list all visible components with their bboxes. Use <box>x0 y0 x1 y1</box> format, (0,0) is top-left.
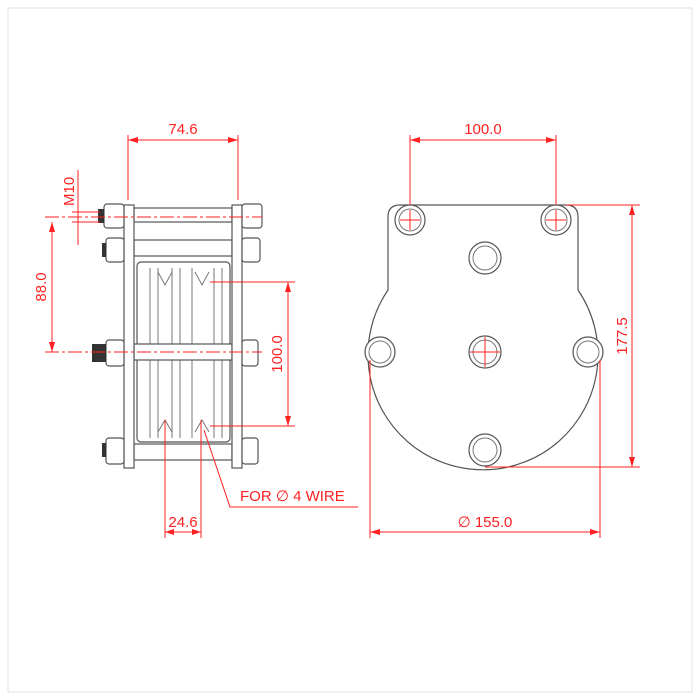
diameter-label: ∅ 155.0 <box>458 514 513 531</box>
sheave-height-label: 100.0 <box>269 335 286 373</box>
right-side-plate <box>231 204 243 469</box>
hole-spacing-label: 100.0 <box>464 121 502 138</box>
height-label: 177.5 <box>614 317 631 355</box>
groove-pitch-label: 24.6 <box>168 514 197 531</box>
spacer-bottom <box>133 443 233 461</box>
front-view: 100.0 177.5 ∅ 155.0 <box>364 121 640 538</box>
nuts <box>92 203 263 465</box>
wire-note-label: FOR ∅ 4 WIRE <box>240 488 345 505</box>
width-dimension-label: 74.6 <box>168 121 197 138</box>
spacer-top <box>133 207 233 223</box>
drawing-border <box>7 7 693 693</box>
spacer-second <box>133 239 233 257</box>
bolt-size-label: M10 <box>61 177 78 206</box>
left-side-plate <box>123 204 135 469</box>
bolt-heads <box>364 204 604 467</box>
bolt-spacing-label: 88.0 <box>33 272 50 301</box>
side-view: 74.6 M10 88.0 100.0 24.6 FOR ∅ 4 WIRE <box>33 121 358 538</box>
